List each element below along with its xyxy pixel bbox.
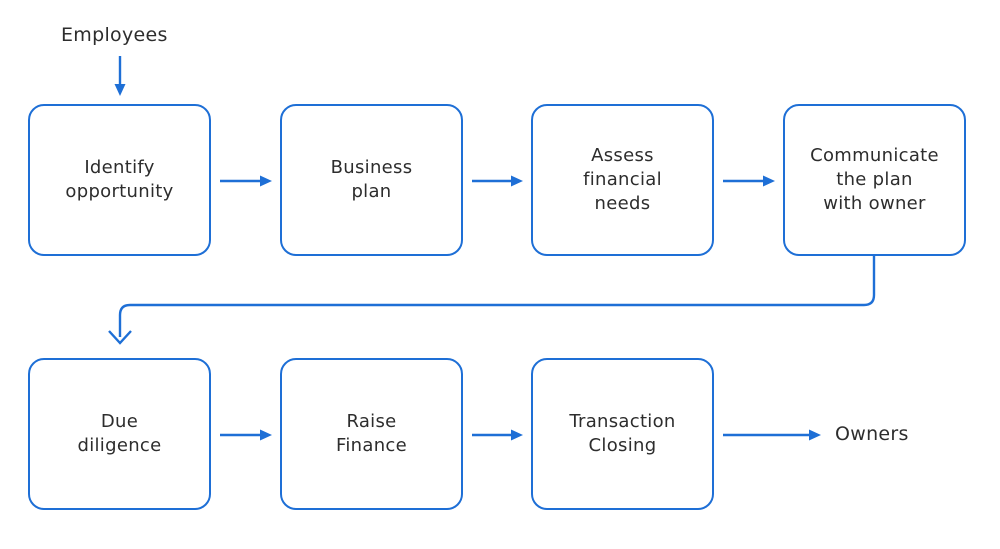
node-communicate-plan-owner: Communicate the plan with owner [783, 104, 966, 256]
node-raise-finance: Raise Finance [280, 358, 463, 510]
node-due-diligence: Due diligence [28, 358, 211, 510]
node-identify-opportunity: Identify opportunity [28, 104, 211, 256]
chevron-down-arrowhead-icon [108, 330, 132, 345]
end-label-owners: Owners [835, 423, 909, 445]
node-assess-financial-needs: Assess financial needs [531, 104, 714, 256]
connector-communicate-to-due [118, 256, 876, 337]
node-business-plan: Business plan [280, 104, 463, 256]
node-transaction-closing: Transaction Closing [531, 358, 714, 510]
start-label-employees: Employees [61, 24, 168, 46]
